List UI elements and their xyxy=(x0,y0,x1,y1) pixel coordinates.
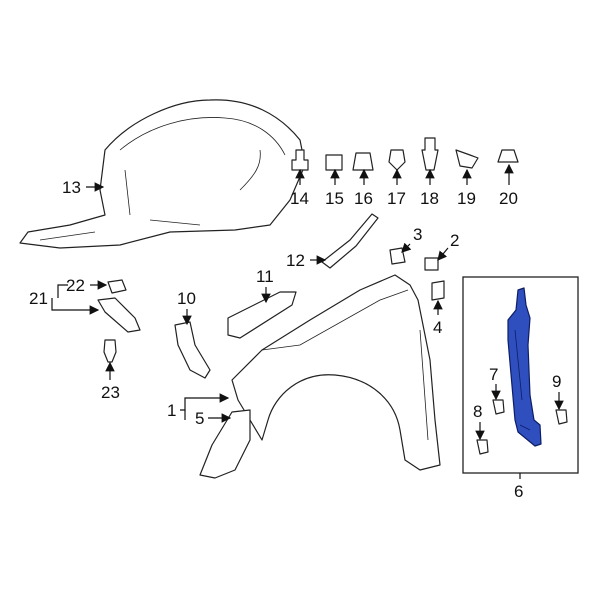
callout-7: 7 xyxy=(489,365,498,384)
callout-13: 13 xyxy=(62,178,81,197)
bracket-11-part[interactable] xyxy=(227,291,297,339)
callout-18: 18 xyxy=(420,189,439,208)
nut-22-part[interactable] xyxy=(107,279,127,294)
callout-6: 6 xyxy=(514,482,523,501)
callout-11: 11 xyxy=(256,267,274,286)
bracket-10-part[interactable] xyxy=(174,321,211,379)
callout-14: 14 xyxy=(290,189,309,208)
callout-20: 20 xyxy=(499,189,518,208)
callout-16: 16 xyxy=(354,189,373,208)
clip-7-part[interactable] xyxy=(492,399,505,415)
callout-4: 4 xyxy=(433,318,442,337)
fender-liner-part[interactable] xyxy=(19,99,306,249)
callout-15: 15 xyxy=(325,189,344,208)
callout-23: 23 xyxy=(101,383,120,402)
clip-8-part[interactable] xyxy=(476,439,489,455)
fender-molding-part[interactable] xyxy=(321,213,379,269)
leader-lines xyxy=(51,163,564,441)
callout-10: 10 xyxy=(177,289,196,308)
fastener-row xyxy=(291,137,519,171)
callout-3: 3 xyxy=(413,225,422,244)
callout-22: 22 xyxy=(66,276,85,295)
clip-9-part[interactable] xyxy=(555,409,568,425)
bracket-5-part[interactable] xyxy=(199,409,251,479)
callout-5: 5 xyxy=(195,409,204,428)
callout-21: 21 xyxy=(29,289,48,308)
clip-4-part[interactable] xyxy=(431,280,445,301)
callout-9: 9 xyxy=(552,372,561,391)
callout-2: 2 xyxy=(450,231,459,250)
callout-8: 8 xyxy=(473,402,482,421)
fender-part[interactable] xyxy=(231,274,441,471)
bolt-2-part[interactable] xyxy=(424,257,439,271)
clip-3-part[interactable] xyxy=(389,247,406,265)
callout-12: 12 xyxy=(286,251,305,270)
seal-21-part[interactable] xyxy=(97,297,141,333)
callout-19: 19 xyxy=(457,189,476,208)
callout-17: 17 xyxy=(387,189,406,208)
bolt-23-part[interactable] xyxy=(103,339,117,363)
callout-1: 1 xyxy=(167,401,176,420)
highlighted-fender-bracket-6[interactable] xyxy=(507,287,542,447)
